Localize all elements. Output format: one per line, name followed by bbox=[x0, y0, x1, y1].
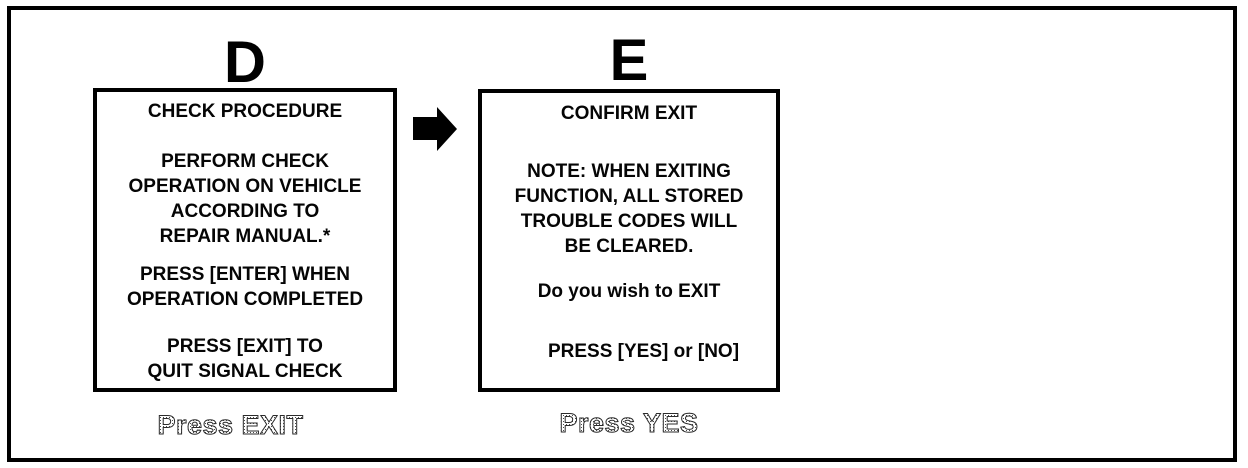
screen-box-d: CHECK PROCEDURE PERFORM CHECK OPERATION … bbox=[93, 88, 397, 392]
screen-text-line: OPERATION COMPLETED bbox=[126, 289, 364, 310]
screen-e-title-group: CONFIRM EXIT bbox=[482, 101, 776, 126]
screen-text-line: BE CLEARED. bbox=[564, 236, 694, 257]
screen-text-line: Do you wish to EXIT bbox=[537, 281, 721, 302]
screen-text-line: REPAIR MANUAL.* bbox=[159, 226, 331, 247]
flow-arrow-icon bbox=[413, 107, 457, 152]
screen-text-line: PRESS [YES] or [NO] bbox=[547, 341, 740, 362]
screen-e-question-group: Do you wish to EXIT bbox=[482, 279, 776, 304]
caption-press-yes: Press YES bbox=[478, 408, 780, 439]
screen-d-exit-group: PRESS [EXIT] TO QUIT SIGNAL CHECK bbox=[97, 334, 393, 384]
screen-text-line: PERFORM CHECK bbox=[161, 151, 329, 172]
screen-d-body-group: PERFORM CHECK OPERATION ON VEHICLE ACCOR… bbox=[97, 149, 393, 249]
screen-text-line: CONFIRM EXIT bbox=[560, 103, 698, 124]
screen-text-line: ACCORDING TO bbox=[170, 201, 320, 222]
screen-d-enter-group: PRESS [ENTER] WHEN OPERATION COMPLETED bbox=[97, 262, 393, 312]
screen-text-line: QUIT SIGNAL CHECK bbox=[147, 361, 343, 382]
screen-text-line: CHECK PROCEDURE bbox=[147, 101, 343, 122]
screen-d-title-group: CHECK PROCEDURE bbox=[97, 99, 393, 124]
screen-e-press-group: PRESS [YES] or [NO] bbox=[482, 339, 776, 364]
screen-label-e: E bbox=[609, 28, 649, 93]
screen-text-line: OPERATION ON VEHICLE bbox=[128, 176, 362, 197]
screen-text-line: NOTE: WHEN EXITING bbox=[527, 161, 731, 182]
screen-text-line: PRESS [ENTER] WHEN bbox=[139, 264, 351, 285]
screen-box-e: CONFIRM EXIT NOTE: WHEN EXITING FUNCTION… bbox=[478, 89, 780, 392]
screen-text-line: FUNCTION, ALL STORED bbox=[514, 186, 744, 207]
screen-e-note-group: NOTE: WHEN EXITING FUNCTION, ALL STORED … bbox=[482, 159, 776, 259]
caption-press-exit: Press EXIT bbox=[93, 410, 397, 441]
screen-text-line: PRESS [EXIT] TO bbox=[167, 336, 323, 357]
screen-text-line: TROUBLE CODES WILL bbox=[520, 211, 738, 232]
screen-label-d: D bbox=[224, 30, 266, 95]
